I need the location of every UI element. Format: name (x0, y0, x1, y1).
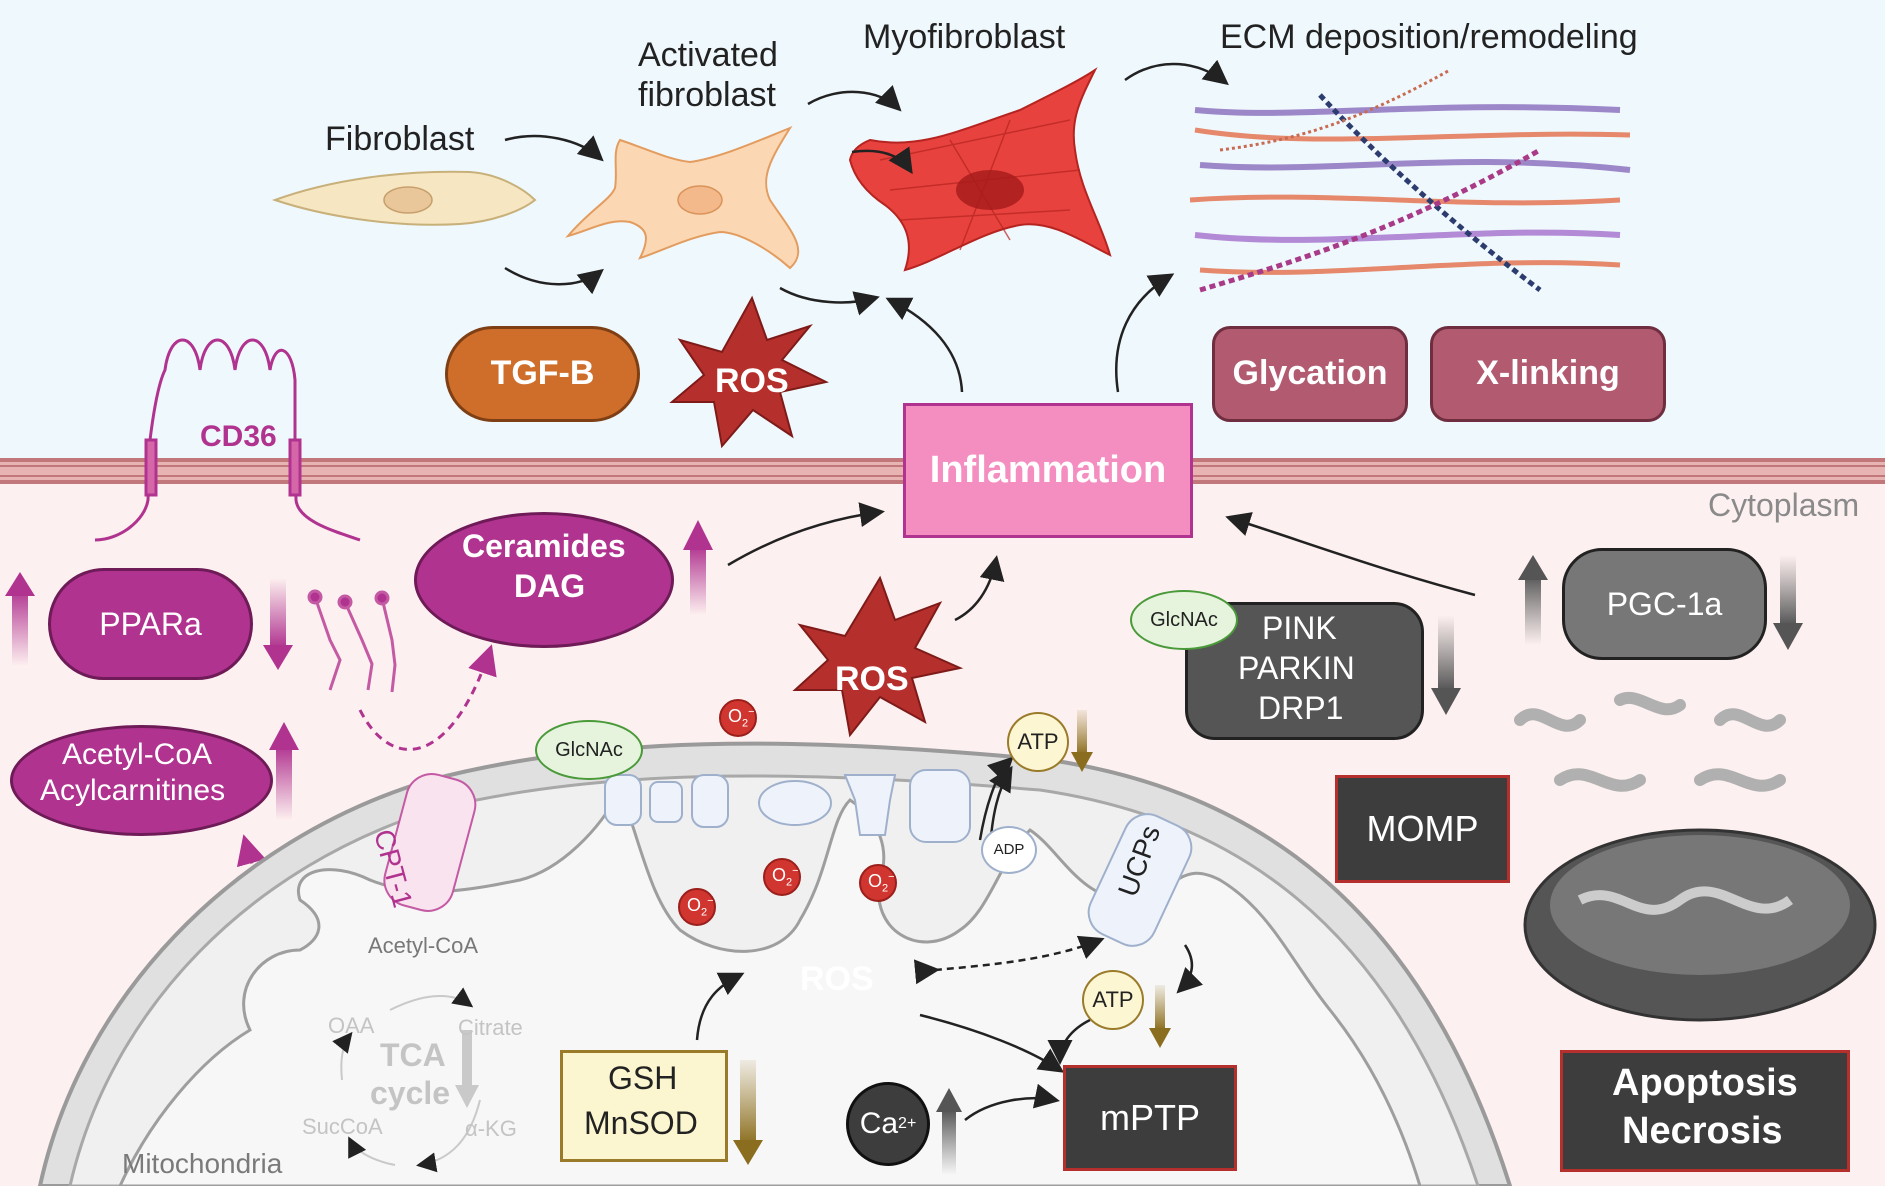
atp-top-badge: ATP (1007, 712, 1069, 772)
calcium-label: Ca (859, 1106, 899, 1140)
mitochondria-label: Mitochondria (122, 1148, 283, 1179)
ros-star-top (669, 295, 829, 449)
ros-inner-label: ROS (800, 960, 874, 998)
tca-acetyl-label: Acetyl-CoA (368, 933, 479, 958)
fibroblast-cell (271, 170, 537, 226)
pgc1a-box: PGC-1a (1562, 548, 1767, 660)
gsh-down-arrow-head (733, 1140, 763, 1165)
ppara-box: PPARa (48, 568, 253, 680)
ca-up-arrow (942, 1110, 956, 1175)
myofibroblast-cell (848, 67, 1112, 272)
tca-cycle-arrows (332, 987, 481, 1173)
cytoplasm-label: Cytoplasm (1708, 487, 1860, 523)
ppara-up-arrow-head (5, 572, 35, 596)
ecm-label: ECM deposition/remodeling (1220, 18, 1638, 56)
apoptosis-box (1560, 1050, 1850, 1172)
inflammation-arrows (727, 502, 1476, 622)
citrate-label: Citrate (458, 1015, 523, 1040)
pgc-up-arrow-head (1518, 555, 1548, 580)
gsh-box (560, 1050, 728, 1162)
momp-box: MOMP (1335, 775, 1510, 883)
activated-fibroblast-label-line1: Activated (638, 36, 778, 74)
superoxide-icons (678, 699, 897, 926)
oaa-label: OAA (328, 1013, 375, 1038)
acetyl-coa-label: Acetyl-CoA (62, 738, 213, 771)
ceramides-label: Ceramides (462, 528, 626, 564)
ucps-channel (1087, 813, 1193, 947)
dag-label: DAG (514, 568, 586, 604)
ros-ucp-exchange-arrow (913, 935, 1105, 985)
cpt1-channel (383, 773, 477, 912)
superoxide-label-b: O2− (772, 865, 799, 889)
atp-top-down-arrow (1077, 710, 1087, 755)
adp-badge: ADP (981, 826, 1037, 874)
gsh-down-arrow (740, 1060, 756, 1145)
fibroblast-label: Fibroblast (325, 120, 475, 158)
glcnac-badge-a: GlcNAc (535, 720, 643, 780)
apoptosis-label: Apoptosis (1612, 1062, 1798, 1104)
mptp-box: mPTP (1063, 1065, 1237, 1171)
ros-main-label: ROS (835, 660, 909, 698)
cycle-label: cycle (370, 1075, 451, 1111)
electron-transport-complexes (604, 769, 971, 843)
glycation-box: Glycation (1212, 326, 1408, 422)
fatty-acid-icons (307, 589, 397, 693)
atp-top-down-arrow-head (1071, 752, 1093, 772)
pgc-down-arrow (1780, 555, 1796, 625)
ppara-up-arrow (12, 588, 28, 666)
xlinking-box: X-linking (1430, 326, 1666, 422)
pink-down-arrow (1438, 615, 1454, 690)
pgc-down-arrow-head (1773, 623, 1803, 650)
cd36-label: CD36 (200, 420, 277, 453)
atp-mid-badge: ATP (1082, 970, 1144, 1030)
parkin-label: PARKIN (1238, 650, 1355, 686)
superoxide-label-a: O2− (728, 706, 755, 730)
succoa-label: SucCoA (302, 1114, 383, 1139)
ros-top-label: ROS (715, 362, 789, 400)
cell-arrows (504, 59, 1229, 393)
calcium-charge: 2+ (898, 1114, 917, 1132)
tca-down-arrow (462, 1030, 472, 1090)
pink-label: PINK (1262, 610, 1337, 646)
myofibroblast-label: Myofibroblast (863, 18, 1066, 56)
ca-up-arrow-head (936, 1088, 962, 1112)
degraded-mitochondrion (1514, 692, 1877, 1022)
ppara-down-arrow-head (263, 645, 293, 670)
tgfb-box: TGF-B (445, 326, 640, 422)
acetyl-ellipse (10, 725, 273, 836)
tca-label: TCA (380, 1037, 446, 1073)
ceramides-up-arrow-head (683, 520, 713, 550)
inflammation-box: Inflammation (903, 403, 1193, 538)
superoxide-label-c: O2− (687, 895, 714, 919)
ceramides-ellipse (414, 512, 674, 648)
acetyl-up-arrow-head (269, 722, 299, 750)
acetyl-up-arrow (276, 745, 292, 820)
superoxide-label-d: O2− (868, 871, 895, 895)
cd36-receptor (94, 338, 361, 542)
tca-down-arrow-head (455, 1085, 479, 1108)
drp1-label: DRP1 (1258, 690, 1344, 726)
necrosis-label: Necrosis (1622, 1110, 1783, 1152)
pgc-up-arrow (1525, 575, 1541, 645)
ceramides-up-arrow (690, 545, 706, 615)
akg-label: α-KG (465, 1116, 517, 1141)
atp-mid-down-arrow-head (1149, 1028, 1171, 1048)
glcnac-badge-b: GlcNAc (1130, 590, 1238, 650)
activated-fibroblast-cell (565, 125, 800, 270)
ppara-down-arrow (270, 578, 286, 648)
acylcarnitines-label: Acylcarnitines (40, 774, 226, 807)
mnsod-label: MnSOD (584, 1105, 698, 1141)
pink-down-arrow-head (1431, 688, 1461, 715)
ros-star-main (792, 575, 964, 738)
gsh-label: GSH (608, 1060, 678, 1096)
atp-mid-down-arrow (1155, 985, 1165, 1030)
activated-fibroblast-label-line2: fibroblast (638, 76, 776, 114)
ecm-fibers (1189, 68, 1631, 293)
mito-arrows (695, 756, 1203, 1121)
